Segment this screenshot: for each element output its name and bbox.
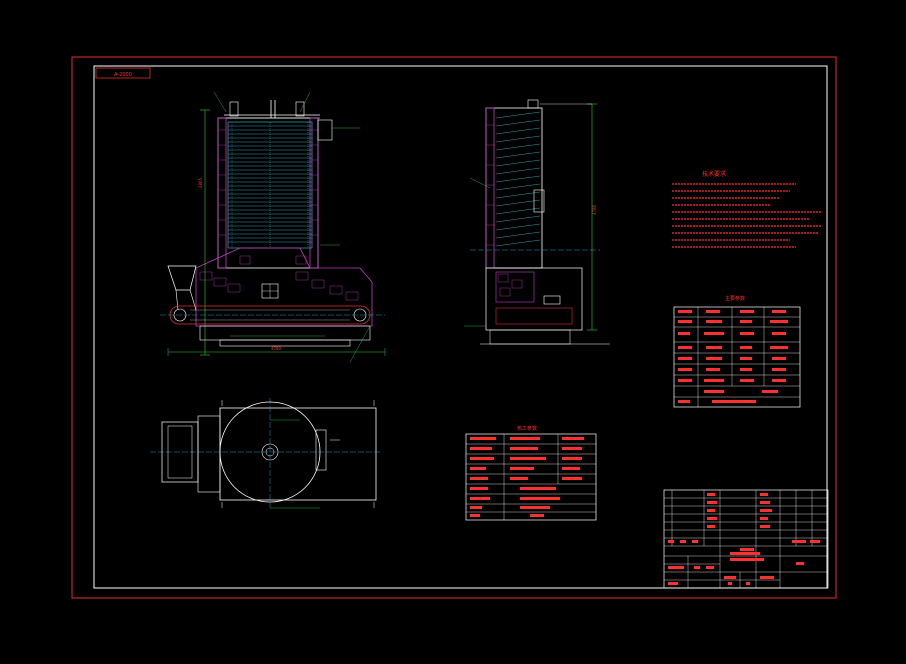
plan-view [150,398,380,509]
tech-req-title: 技术要求 [702,170,726,178]
sheet-code-text: A-2000 [114,72,132,78]
main-params-table: 主要参数 [673,295,801,408]
front-elevation-view: 2865 [160,91,386,363]
heat-params-table: 热工参数 [465,425,597,521]
svg-text:2865: 2865 [198,177,203,188]
main-params-title: 主要参数 [725,295,745,302]
sheet-outer-frame [71,56,837,599]
heat-params-title: 热工参数 [517,425,537,432]
technical-requirements: 技术要求 [672,170,822,248]
sheet-inner-frame [93,65,828,589]
title-block [663,489,829,589]
front-dim-total: 4780 [271,346,282,351]
side-elevation-view: 4780 [464,99,610,345]
svg-text:4780: 4780 [592,204,597,215]
sheet-code-box [95,67,151,79]
